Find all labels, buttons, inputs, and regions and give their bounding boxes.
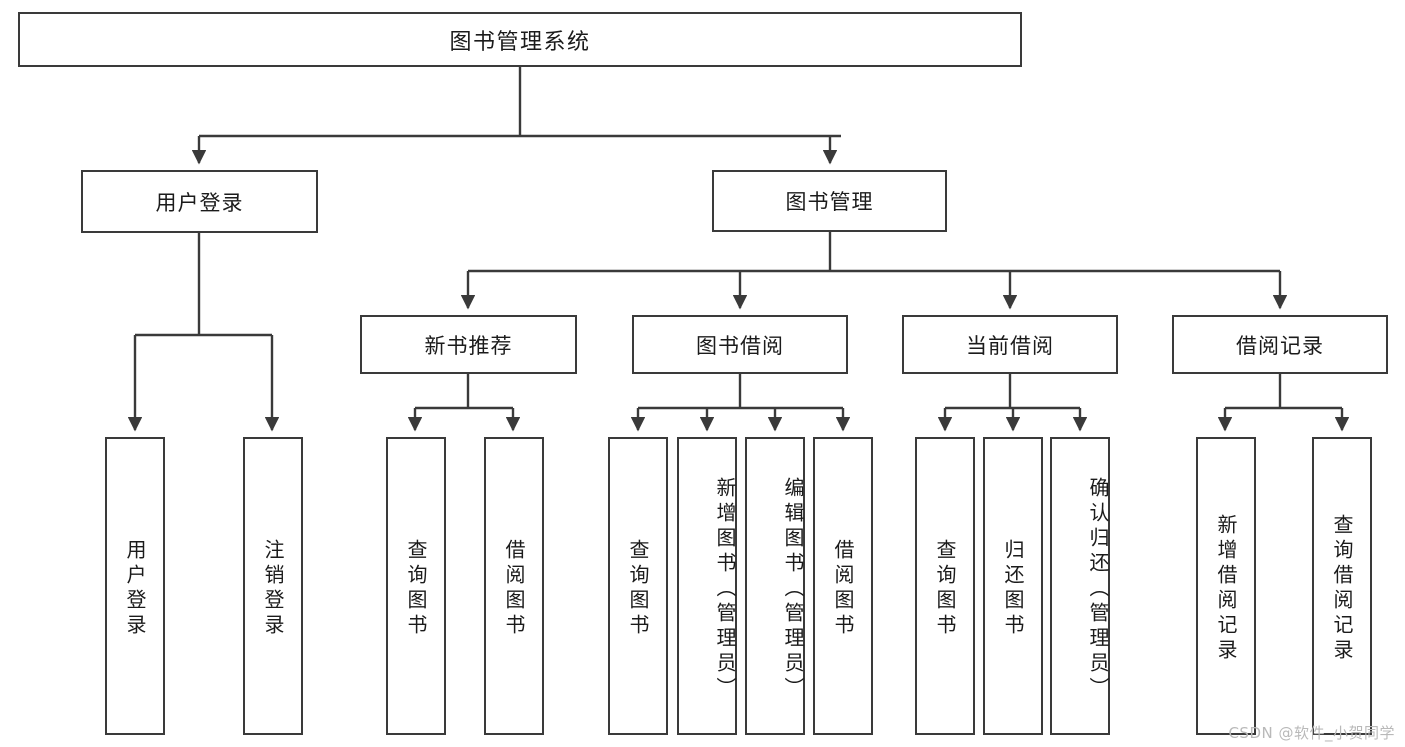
leaf-confirm-return-admin-label: 确认归还（管理员） (1086, 476, 1110, 702)
leaf-user-login-label: 用户登录 (123, 539, 147, 639)
leaf-add-book-admin-label: 新增图书（管理员） (713, 476, 737, 702)
leaf-logout-label: 注销登录 (261, 539, 285, 639)
node-root-label: 图书管理系统 (449, 29, 591, 55)
node-borrow-records[interactable]: 借阅记录 (1172, 315, 1388, 374)
leaf-confirm-return-admin[interactable]: 确认归还（管理员） (1050, 437, 1110, 735)
leaf-add-book-admin[interactable]: 新增图书（管理员） (677, 437, 737, 735)
node-current-borrow-label: 当前借阅 (966, 333, 1054, 358)
leaf-query-borrow-record[interactable]: 查询借阅记录 (1312, 437, 1372, 735)
leaf-borrow-books-recommend[interactable]: 借阅图书 (484, 437, 544, 735)
node-user-login-label: 用户登录 (155, 190, 244, 215)
leaf-borrow-books-label: 借阅图书 (831, 539, 855, 639)
node-new-book-recommend[interactable]: 新书推荐 (360, 315, 577, 374)
node-new-book-recommend-label: 新书推荐 (424, 333, 513, 358)
leaf-return-books-label: 归还图书 (1001, 539, 1025, 639)
leaf-add-borrow-record[interactable]: 新增借阅记录 (1196, 437, 1256, 735)
leaf-query-books-borrow-label: 查询图书 (626, 539, 650, 639)
node-current-borrow[interactable]: 当前借阅 (902, 315, 1118, 374)
node-book-borrow[interactable]: 图书借阅 (632, 315, 848, 374)
leaf-query-books-recommend-label: 查询图书 (404, 539, 428, 639)
leaf-user-login[interactable]: 用户登录 (105, 437, 165, 735)
leaf-edit-book-admin[interactable]: 编辑图书（管理员） (745, 437, 805, 735)
leaf-edit-book-admin-label: 编辑图书（管理员） (781, 476, 805, 702)
node-book-borrow-label: 图书借阅 (696, 333, 784, 358)
leaf-query-books-borrow[interactable]: 查询图书 (608, 437, 668, 735)
node-user-login[interactable]: 用户登录 (81, 170, 318, 233)
leaf-logout[interactable]: 注销登录 (243, 437, 303, 735)
node-book-management[interactable]: 图书管理 (712, 170, 947, 232)
node-root[interactable]: 图书管理系统 (18, 12, 1022, 67)
leaf-query-books-current[interactable]: 查询图书 (915, 437, 975, 735)
leaf-borrow-books[interactable]: 借阅图书 (813, 437, 873, 735)
leaf-query-borrow-record-label: 查询借阅记录 (1330, 514, 1354, 664)
node-book-management-label: 图书管理 (785, 190, 874, 214)
leaf-return-books[interactable]: 归还图书 (983, 437, 1043, 735)
leaf-query-books-current-label: 查询图书 (933, 539, 957, 639)
leaf-query-books-recommend[interactable]: 查询图书 (386, 437, 446, 735)
leaf-borrow-books-recommend-label: 借阅图书 (502, 539, 526, 639)
leaf-add-borrow-record-label: 新增借阅记录 (1214, 514, 1238, 664)
node-borrow-records-label: 借阅记录 (1236, 333, 1324, 358)
